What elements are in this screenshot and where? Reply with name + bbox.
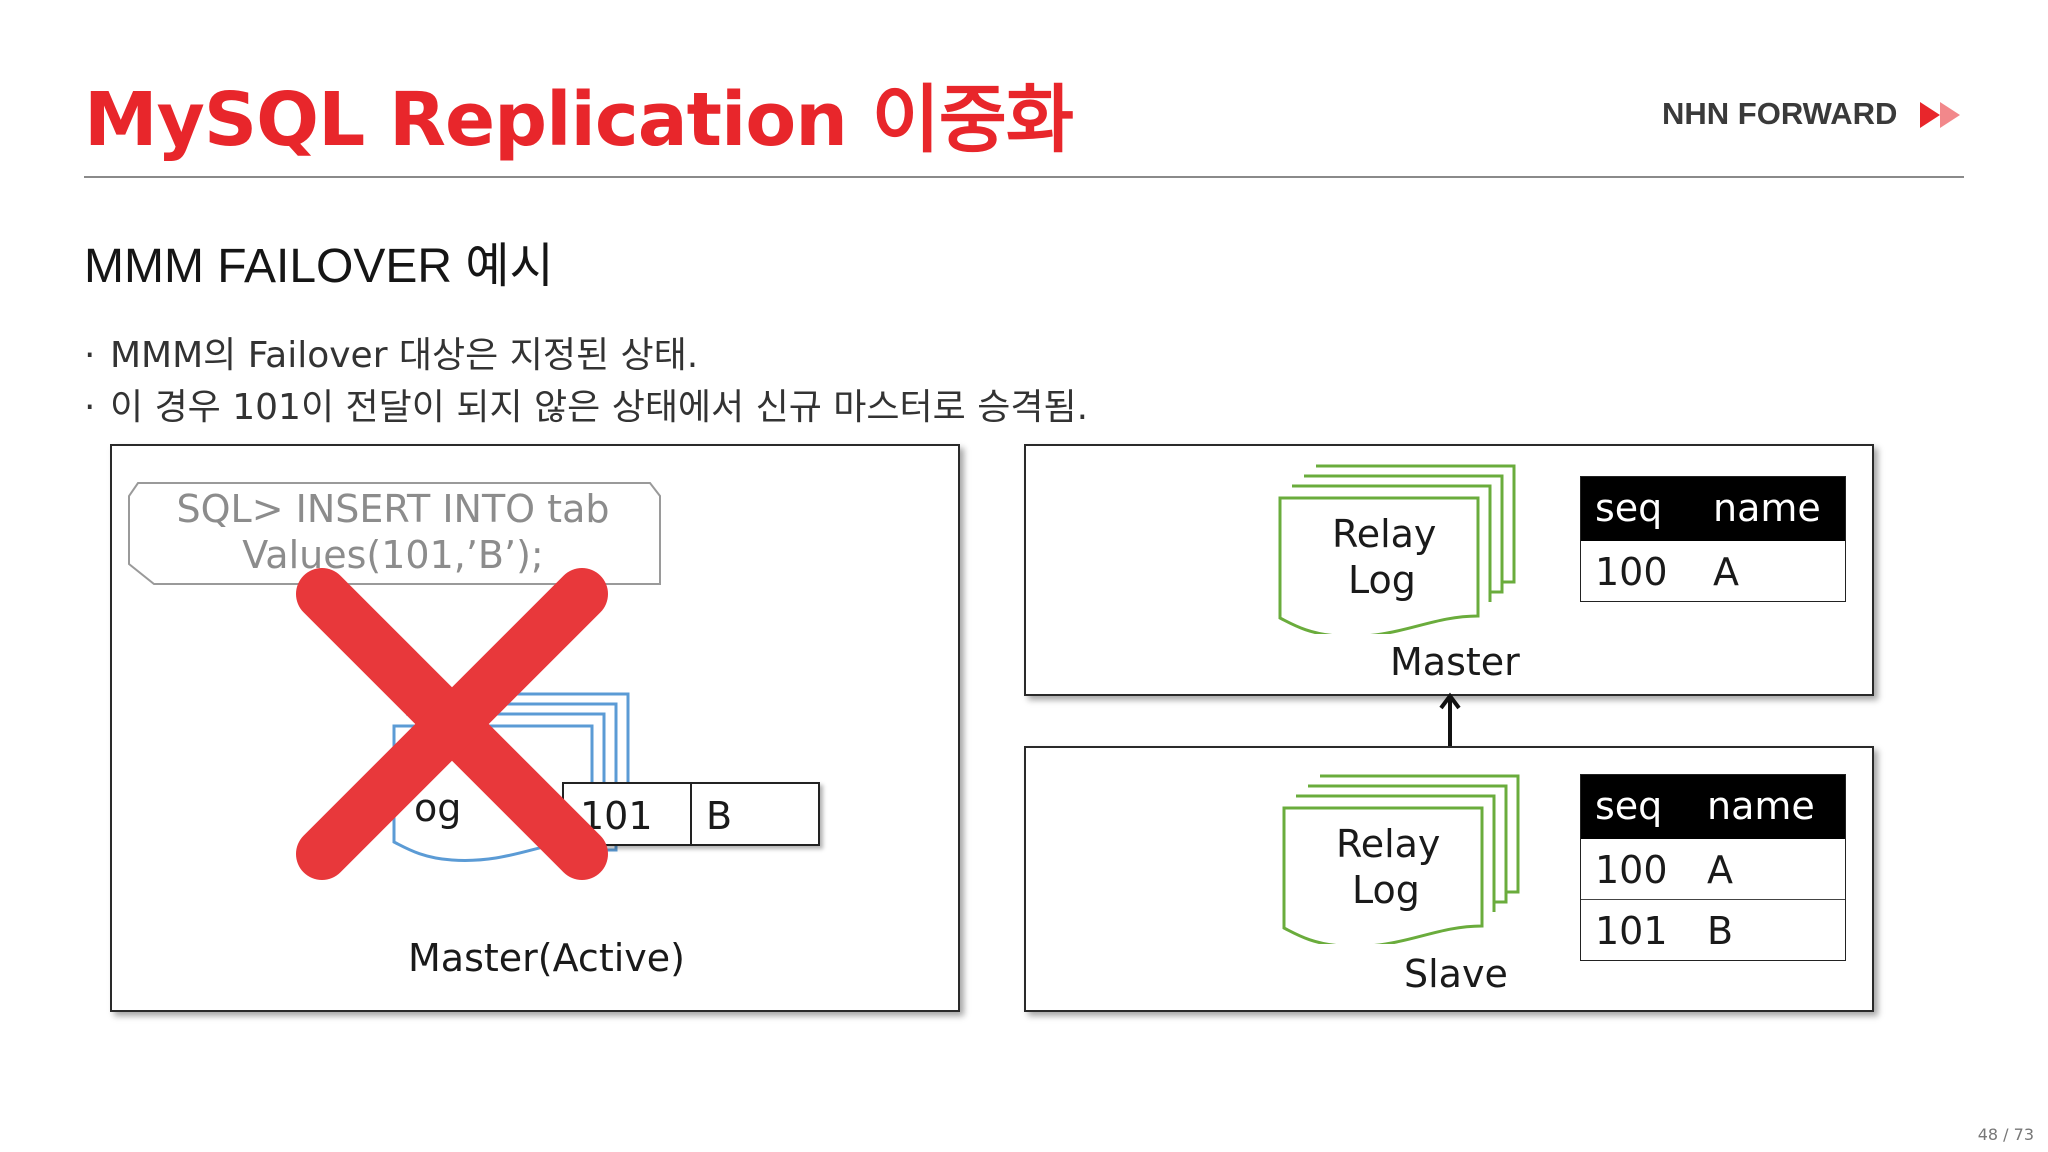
- table-header: seq name: [1581, 775, 1845, 839]
- brand-logo-text: NHN FORWARD: [1662, 96, 1898, 131]
- relay-log-label-line1: Relay: [1332, 512, 1437, 556]
- col-name-header: name: [1707, 784, 1815, 828]
- master-panel: Relay Log Master seq name 100 A: [1024, 444, 1874, 696]
- table-row: 100 A: [1581, 541, 1845, 601]
- section-subtitle: MMM FAILOVER 예시: [84, 240, 554, 293]
- col-name-header: name: [1713, 486, 1821, 530]
- cell-seq: 100: [1595, 848, 1668, 892]
- bullet-list: MMM의 Failover 대상은 지정된 상태. 이 경우 101이 전달이 …: [84, 330, 1088, 434]
- table-row: 101 B: [1581, 899, 1845, 960]
- header-divider: [84, 176, 1964, 178]
- failed-cross-icon: [296, 568, 608, 880]
- relay-log-label-line2: Log: [1348, 558, 1416, 602]
- relay-log-icon: [1282, 774, 1520, 944]
- slave-panel: Relay Log Slave seq name 100 A 101 B: [1024, 746, 1874, 1012]
- sql-callout-box: [128, 482, 661, 585]
- cell-seq: 101: [1595, 909, 1668, 953]
- col-seq-header: seq: [1595, 784, 1663, 828]
- relay-log-partial-text: og: [414, 786, 462, 830]
- slave-data-table: seq name 100 A 101 B: [1580, 774, 1846, 961]
- master-label: Master: [1390, 640, 1520, 684]
- slave-label: Slave: [1404, 952, 1508, 996]
- cell-name: A: [1713, 550, 1739, 594]
- sql-statement-line1: SQL> INSERT INTO tab: [176, 487, 610, 531]
- bullet-item: 이 경우 101이 전달이 되지 않은 상태에서 신규 마스터로 승격됨.: [84, 382, 1088, 434]
- master-active-label: Master(Active): [408, 936, 685, 980]
- row-name: B: [706, 794, 733, 838]
- relay-log-label-line1: Relay: [1336, 822, 1441, 866]
- cell-seq: 100: [1595, 550, 1668, 594]
- sql-statement-line2: Values(101,’B’);: [242, 533, 544, 577]
- cell-name: B: [1707, 909, 1734, 953]
- relay-log-label-line2: Log: [1352, 868, 1420, 912]
- cell-name: A: [1707, 848, 1733, 892]
- page-title: MySQL Replication 이중화: [84, 77, 1074, 163]
- pending-row: 101 B: [562, 782, 820, 846]
- master-active-panel: SQL> INSERT INTO tab Values(101,’B’); og…: [110, 444, 960, 1012]
- relay-log-icon: [1278, 464, 1516, 634]
- bullet-item: MMM의 Failover 대상은 지정된 상태.: [84, 330, 1088, 382]
- table-row: 100 A: [1581, 839, 1845, 899]
- replication-arrow-icon: [1439, 692, 1461, 750]
- col-seq-header: seq: [1595, 486, 1663, 530]
- forward-arrows-icon: [1920, 102, 1960, 128]
- table-header: seq name: [1581, 477, 1845, 541]
- page-number: 48 / 73: [1977, 1125, 2034, 1144]
- master-data-table: seq name 100 A: [1580, 476, 1846, 602]
